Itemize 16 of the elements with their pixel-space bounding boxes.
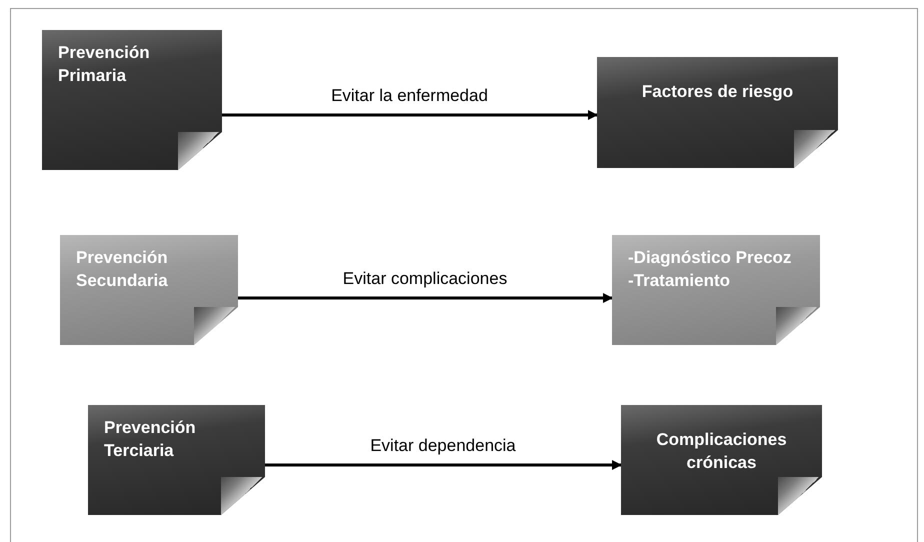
note-card xyxy=(597,57,838,168)
arrow xyxy=(265,460,622,470)
card-text: -Diagnóstico Precoz xyxy=(628,247,792,269)
arrow xyxy=(238,293,613,303)
card-text: Prevención Primaria xyxy=(58,42,151,87)
note-card xyxy=(60,235,238,345)
card-text: Factores de riesgo xyxy=(642,81,794,103)
card-text: Prevención Terciaria xyxy=(104,417,197,462)
note-card xyxy=(88,405,265,515)
arrow xyxy=(222,110,598,120)
card-text: Prevención Secundaria xyxy=(76,247,169,292)
note-card xyxy=(612,235,820,345)
card-text: -Tratamiento xyxy=(628,270,730,292)
note-card xyxy=(621,405,822,515)
note-card xyxy=(42,30,222,170)
card-text: Complicaciones crónicas xyxy=(655,429,788,474)
